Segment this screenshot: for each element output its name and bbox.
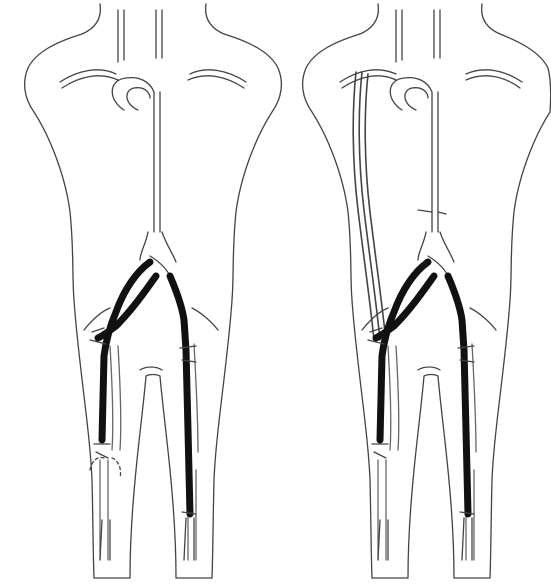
- clavicle-left: [60, 70, 246, 82]
- axillary-graft-right: [353, 72, 386, 342]
- neck-vessels-right: [396, 10, 440, 62]
- figure-right: [303, 4, 551, 578]
- subclavian-vessels-left: [62, 76, 244, 88]
- tibial-vessels-left: [100, 518, 194, 560]
- bypass-graft-left-femoral: [170, 276, 190, 514]
- right-shoulder-right: [482, 4, 551, 112]
- bypass-graft-right-femoral: [448, 276, 468, 514]
- knee-dashed-left: [90, 458, 121, 479]
- figure-left: [25, 4, 282, 578]
- tibial-vessels-right: [378, 518, 472, 560]
- subclavian-vessels-right: [342, 76, 520, 88]
- aortic-arch-right: [390, 78, 438, 232]
- neck-vessels-left: [118, 10, 162, 62]
- aortic-arch-left: [112, 78, 160, 232]
